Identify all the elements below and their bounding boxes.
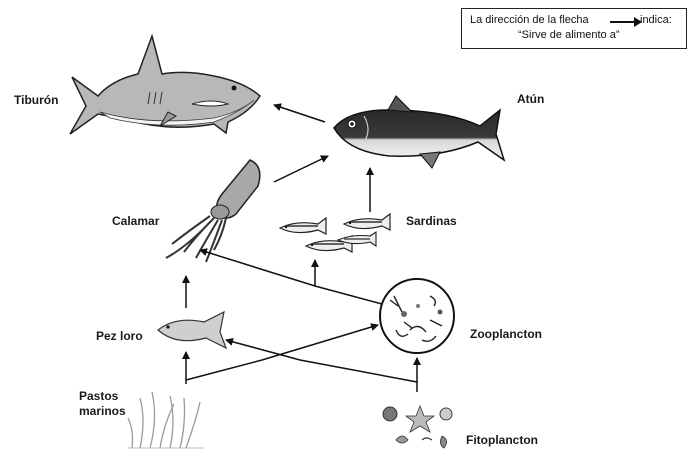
phytoplankton-illustration [382, 404, 453, 449]
squid-illustration [165, 159, 261, 263]
seagrass-illustration [127, 391, 204, 449]
zooplankton-illustration [379, 278, 455, 354]
sardines-illustration [278, 212, 391, 253]
parrotfish-illustration [157, 310, 228, 350]
label-pastos: Pastos [79, 389, 119, 403]
label-marinos: marinos [79, 404, 126, 418]
legend-arrow-icon [610, 17, 642, 27]
legend-text-before-arrow: La dirección de la flecha [470, 14, 589, 26]
tuna-illustration [333, 95, 506, 169]
arrow-zooplancton-to-calamar [199, 248, 383, 305]
legend-line-2: “Sirve de alimento a” [518, 29, 620, 41]
arrow-atun-to-tiburon [273, 103, 326, 123]
legend-box: La dirección de la flecha indica: “Sirve… [461, 8, 687, 49]
arrow-fitoplancton-to-pezloro [225, 337, 418, 383]
legend-text-after-arrow: indica: [640, 14, 672, 26]
label-fitoplancton: Fitoplancton [466, 433, 538, 447]
arrow-pastos-to-zooplancton [185, 323, 379, 381]
label-tiburon: Tiburón [14, 93, 59, 107]
label-pez-loro: Pez loro [96, 329, 143, 343]
label-calamar: Calamar [112, 214, 160, 228]
arrow-calamar-to-atun [273, 155, 329, 183]
label-atun: Atún [517, 92, 545, 106]
arrows [182, 103, 421, 392]
label-sardinas: Sardinas [406, 214, 457, 228]
shark-illustration [69, 33, 261, 135]
label-zooplancton: Zooplancton [470, 327, 542, 341]
